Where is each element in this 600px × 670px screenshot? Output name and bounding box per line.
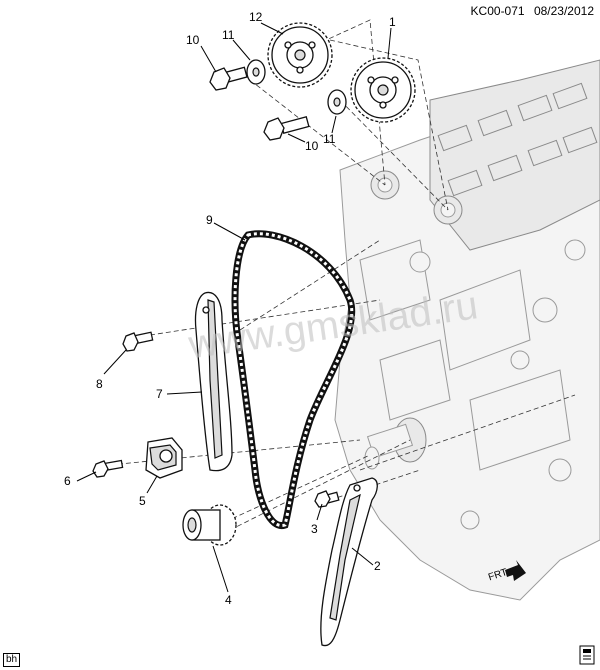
callout-11-lower: 11 <box>323 132 336 146</box>
callout-10-lower: 10 <box>305 139 319 153</box>
callout-7: 7 <box>156 387 163 401</box>
bolt-10-upper <box>209 66 248 91</box>
chain-guide-7 <box>194 291 233 472</box>
camshaft-sprocket-12 <box>267 22 333 88</box>
callout-12: 12 <box>249 10 263 24</box>
leader-lines <box>76 22 392 593</box>
callout-11-upper: 11 <box>222 28 235 42</box>
author-badge: bh <box>3 653 21 667</box>
callout-labels: 1 2 3 4 5 6 7 8 9 10 10 11 11 12 <box>64 10 396 607</box>
bolt-10-lower <box>263 116 310 141</box>
crankshaft-nose <box>364 417 427 470</box>
crankshaft-sprocket-4 <box>182 504 237 546</box>
washer-11-upper <box>246 59 266 85</box>
callout-3: 3 <box>311 522 318 536</box>
front-direction-arrow-icon <box>505 560 526 581</box>
callout-6: 6 <box>64 474 71 488</box>
document-icon <box>579 645 595 665</box>
callout-1: 1 <box>389 15 396 29</box>
diagram-header: KC00-071 08/23/2012 <box>465 4 594 18</box>
chain-tensioner-5 <box>145 437 183 479</box>
bolt-8 <box>122 331 154 352</box>
callout-5: 5 <box>139 494 146 508</box>
timing-chain-9 <box>231 230 356 529</box>
engine-block <box>334 59 600 601</box>
chain-guide-2 <box>320 477 378 647</box>
diagram-date: 08/23/2012 <box>533 4 594 18</box>
camshaft-exhaust <box>447 126 598 197</box>
bolt-3 <box>314 490 340 508</box>
callout-10-upper: 10 <box>186 33 200 47</box>
callout-8: 8 <box>96 377 103 391</box>
diagram-code: KC00-071 <box>470 4 525 18</box>
bolt-6 <box>92 459 124 478</box>
camshaft-sprocket-1 <box>350 57 416 123</box>
washer-11-lower <box>327 89 347 115</box>
callout-2: 2 <box>374 559 381 573</box>
camshaft-intake <box>437 82 588 152</box>
callout-9: 9 <box>206 213 213 227</box>
callout-4: 4 <box>225 593 232 607</box>
